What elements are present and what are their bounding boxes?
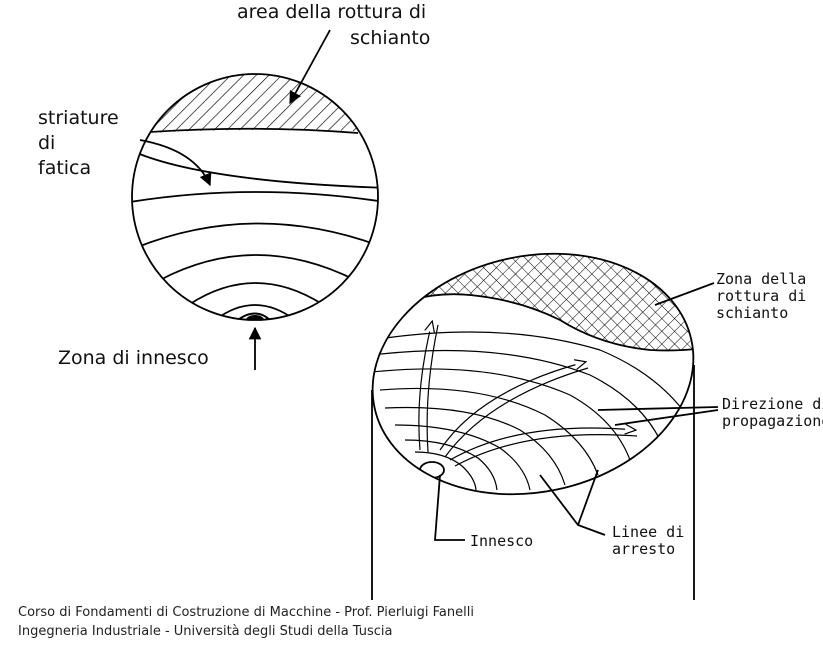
label-fatigue-striations: striature di fatica bbox=[38, 107, 125, 179]
label-crash-zone: Zona della rottura di schianto bbox=[716, 270, 815, 322]
label-arrest-lines: Linee di arresto bbox=[612, 523, 693, 558]
label-crash-area: area della rottura di schianto bbox=[237, 1, 432, 49]
footer-course: Corso di Fondamenti di Costruzione di Ma… bbox=[18, 605, 474, 620]
fracture-circle-outline bbox=[131, 73, 379, 321]
label-initiation-zone: Zona di innesco bbox=[58, 347, 209, 369]
crash-area-hatch bbox=[132, 74, 378, 133]
cylinder-top-ellipse bbox=[371, 252, 695, 496]
propagation-arrows bbox=[418, 322, 637, 467]
arrest-lines bbox=[371, 331, 691, 491]
initiation-point bbox=[246, 315, 264, 320]
cylinder-view bbox=[371, 250, 719, 600]
label-propagation-direction: Direzione di propagazione bbox=[722, 395, 823, 430]
footer-university: Ingegneria Industriale - Università degl… bbox=[18, 624, 393, 639]
top-fracture-view bbox=[131, 29, 379, 370]
crash-zone-crosshatch bbox=[380, 250, 716, 351]
label-initiation: Innesco bbox=[470, 532, 533, 550]
fatigue-striations bbox=[132, 149, 378, 320]
